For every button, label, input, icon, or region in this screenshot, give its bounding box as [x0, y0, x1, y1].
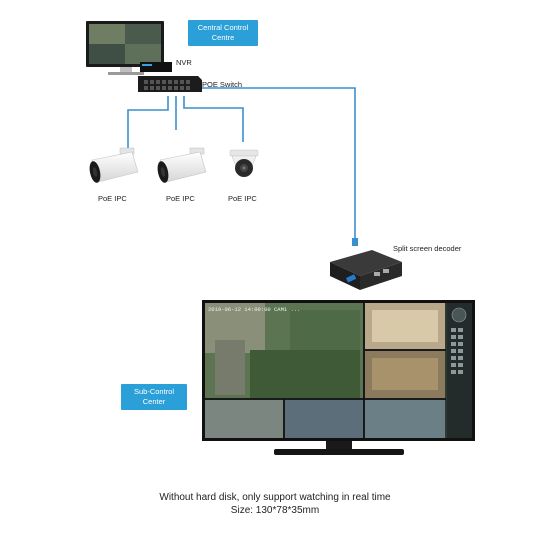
split-screen-decoder [330, 250, 402, 290]
nvr-box [140, 62, 172, 72]
tv-osd-text: 2019-06-12 14:00:00 CAM1 ... [208, 306, 300, 313]
dome-camera [229, 149, 259, 177]
caption-line-2: Size: 130*78*35mm [230, 505, 320, 516]
poe-switch [138, 76, 202, 92]
bullet-camera-2 [157, 147, 207, 183]
decoder-label: Split screen decoder [393, 244, 462, 253]
camera-label-3: PoE IPC [228, 194, 257, 203]
cable-camera-1 [127, 96, 169, 148]
cable-camera-3 [183, 96, 244, 142]
central-control-line1: Central Control [197, 23, 249, 32]
camera-label-2: PoE IPC [166, 194, 195, 203]
bullet-camera-1 [89, 147, 139, 183]
nvr-monitor [86, 21, 164, 75]
sub-control-center-badge: Sub-Control Center [121, 384, 187, 410]
cables [127, 87, 356, 240]
cable-switch-to-decoder [196, 87, 356, 240]
decoder-cable-plug [352, 238, 358, 246]
caption-line-1: Without hard disk, only support watching… [159, 492, 391, 503]
sub-control-line2: Center [142, 397, 166, 406]
central-control-centre-badge: Central Control Centre [188, 20, 258, 46]
poe-switch-label: POE Switch [202, 80, 243, 89]
camera-label-1: PoE IPC [98, 194, 127, 203]
sub-control-line1: Sub-Control [133, 387, 175, 396]
central-control-line2: Centre [211, 33, 235, 42]
tv-monitor [202, 300, 475, 455]
nvr-label: NVR [176, 58, 192, 67]
